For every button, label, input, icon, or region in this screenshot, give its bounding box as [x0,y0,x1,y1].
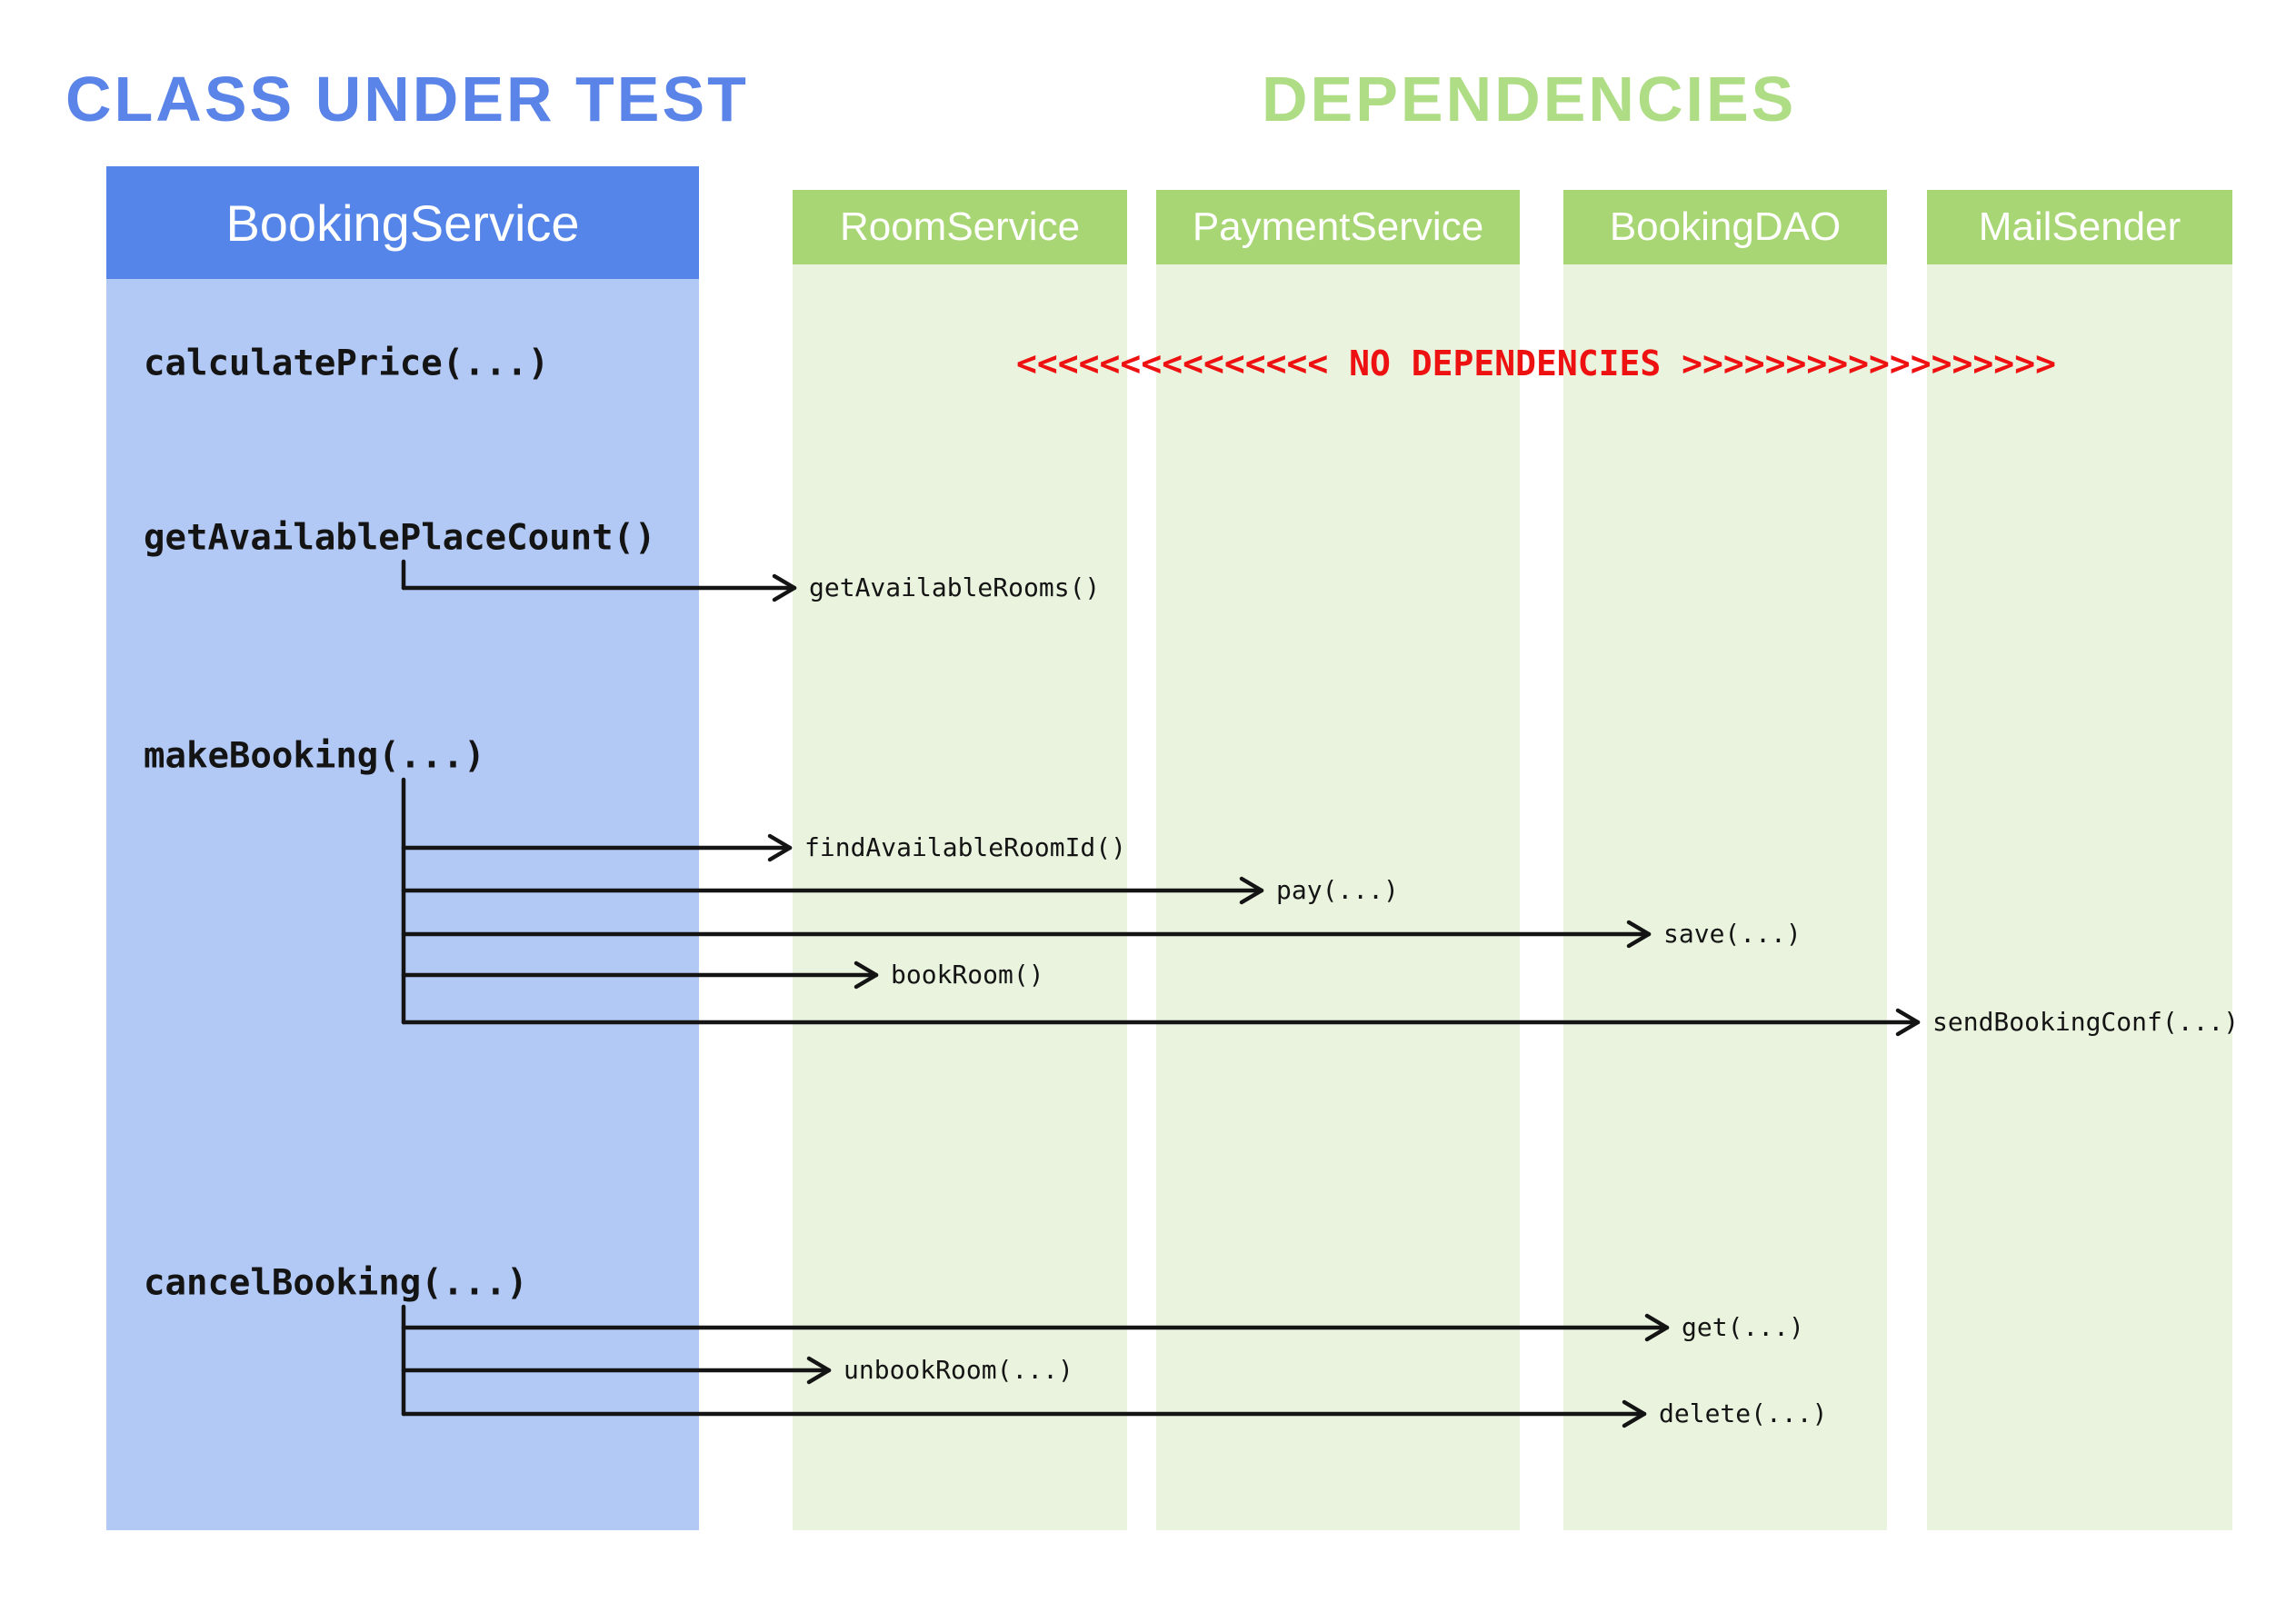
class-under-test-header: BookingService [106,166,699,279]
call-label-roomservice: findAvailableRoomId() [804,832,1127,862]
call-arrow-head [767,833,793,862]
call-label-bookingdao: get(...) [1682,1312,1804,1342]
dependency-column-bookingdao-body [1563,264,1887,1530]
call-label-roomservice: unbookRoom(...) [844,1355,1073,1385]
call-label-roomservice: getAvailableRooms() [809,572,1101,602]
dependency-header-mailsender: MailSender [1927,190,2232,264]
dependency-header-paymentservice: PaymentService [1156,190,1520,264]
method-label: cancelBooking(...) [144,1262,528,1304]
call-label-roomservice: bookRoom() [891,960,1044,990]
method-label: getAvailablePlaceCount() [144,517,656,559]
call-arrow-head [1895,1008,1921,1037]
class-under-test-body [106,279,699,1530]
dependency-header-bookingdao: BookingDAO [1563,190,1887,264]
no-dependencies-banner: <<<<<<<<<<<<<<< NO DEPENDENCIES >>>>>>>>… [1016,343,2056,383]
method-label: calculatePrice(...) [144,343,550,384]
call-label-bookingdao: save(...) [1663,919,1802,949]
method-label: makeBooking(...) [144,735,485,777]
call-arrow-head [772,573,797,602]
call-label-mailsender: sendBookingConf(...) [1932,1007,2240,1037]
call-label-paymentservice: pay(...) [1276,875,1399,905]
title-class-under-test: CLASS UNDER TEST [65,64,749,134]
dependency-column-roomservice-body [793,264,1127,1530]
dependency-column-mailsender-body [1927,264,2232,1530]
dependency-column-paymentservice-body [1156,264,1520,1530]
dependency-header-roomservice: RoomService [793,190,1127,264]
call-label-bookingdao: delete(...) [1659,1398,1828,1428]
title-dependencies: DEPENDENCIES [1262,64,1797,134]
